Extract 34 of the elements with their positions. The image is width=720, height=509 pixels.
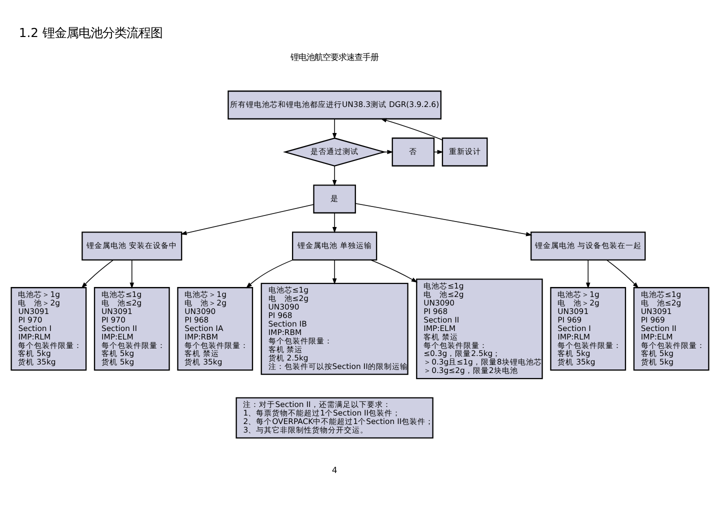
arrow: [434, 150, 444, 154]
node-box: 电池芯＞1g 电 池＞2g UN3091 PI 970 Section I IMP:RLM 每个包装件限量： 客机 5kg 货机 35kg: [10, 287, 87, 371]
label: 4: [332, 465, 338, 476]
arrow: [180, 204, 314, 236]
arrow: [355, 203, 532, 236]
node-box: 锂金属电池 单独运输: [292, 232, 378, 260]
node-box: 否: [392, 138, 435, 166]
arrow: [332, 212, 337, 234]
node-box: 电池芯≤1g 电 池≤2g UN3090 PI 968 Section II IMP:ELM 客机 禁运 每个包装件限量： ≤0.3g，限量2.5kg； ＞0.3g且≤1g，限量8块锂电池芯 ＞0.3g≤2g，限量2块电池: [416, 278, 543, 380]
node-diamond: 是否通过测试: [282, 138, 386, 166]
arrow: [81, 260, 114, 288]
node-box: 所有锂电池芯和锂电池都应进行UN38.3测试 DGR(3.9.2.6): [228, 90, 442, 120]
arrow: [332, 118, 337, 140]
node-box: 是: [313, 184, 356, 214]
node-box: 电池芯＞1g 电 池＞2g UN3091 PI 969 Section I IMP:RLM 每个包装件限量： 客机 5kg 货机 35kg: [550, 287, 626, 371]
arrow: [246, 260, 294, 288]
node-box: 注：对于Section II，还需满足以下要求： 1、每票货物不能超过1个Section II包装件； 2、每个OVERPACK中不能超过1个Section II包装件； 3、与其它非限制性货物分开交运。: [236, 397, 434, 438]
label: 锂电池航空要求速查手册: [290, 52, 379, 62]
node-box: 锂金属电池 安装在设备中: [82, 232, 182, 260]
arrow: [380, 118, 443, 140]
node-box: 电池芯≤1g 电 池≤2g UN3090 PI 968 Section IB IMP:RBM 每个包装件限量： 客机 禁运 货机 2.5kg 注：包装件可以按Section II的限制运输: [260, 282, 408, 375]
node-box: 锂金属电池 与设备包装在一起: [530, 232, 646, 260]
node-box: 电池芯＞1g 电 池＞2g UN3090 PI 968 Section IA IMP:RBM 每个包装件限量： 客机 禁运 货机 35kg: [177, 287, 254, 371]
arrow: [332, 166, 337, 186]
node-box: 电池芯≤1g 电 池≤2g UN3091 PI 970 Section II IMP:ELM 每个包装件限量： 客机 5kg 货机 5kg: [94, 287, 170, 371]
arrow: [332, 260, 337, 285]
node-box: 重新设计: [442, 138, 488, 166]
diagram-title: 1.2 锂金属电池分类流程图: [18, 26, 162, 40]
arrow: [370, 260, 418, 283]
arrow: [384, 150, 394, 154]
node-box: 电池芯≤1g 电 池≤2g UN3091 PI 969 Section II IMP:ELM 每个包装件限量： 客机 5kg 货机 5kg: [633, 287, 710, 371]
arrow: [606, 260, 639, 288]
arrow: [586, 260, 590, 289]
arrow: [130, 260, 134, 289]
